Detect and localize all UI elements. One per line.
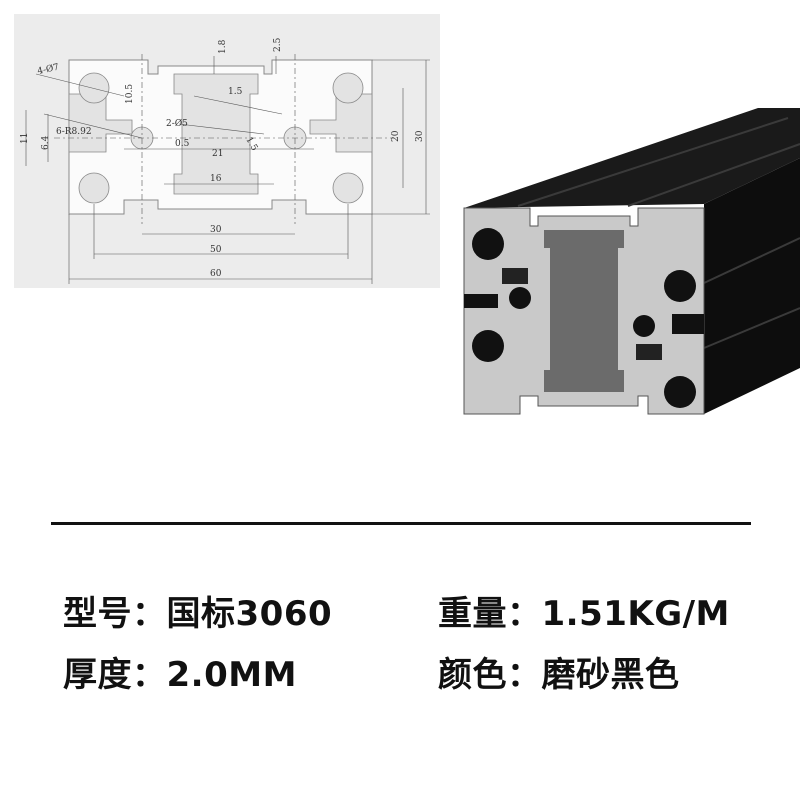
dim-label: 10.5 [125, 84, 135, 104]
profile-top-surface [464, 108, 800, 208]
dim-label: 2-Ø5 [166, 118, 188, 129]
spec-weight: 重量：1.51KG/M [438, 586, 730, 635]
technical-drawing: 4-Ø7 10.5 1.8 2.5 1.5 6-R8.92 2-Ø5 11 6.… [14, 14, 440, 288]
spec-model-value: 国标3060 [166, 594, 333, 634]
dim-label: 6.4 [41, 135, 51, 150]
spec-thickness: 厚度：2.0MM [63, 647, 297, 696]
aluminum-profile-3d [463, 108, 800, 415]
dim-label: 11 [20, 133, 30, 144]
dim-label: 30 [210, 225, 222, 235]
dim-label: 21 [212, 149, 223, 159]
spec-weight-value: 1.51KG/M [541, 594, 730, 634]
spec-model: 型号：国标3060 [63, 586, 332, 635]
spec-thickness-label: 厚度： [63, 655, 167, 695]
dim-label: 30 [415, 130, 425, 142]
dimension-labels: 4-Ø7 10.5 1.8 2.5 1.5 6-R8.92 2-Ø5 11 6.… [20, 37, 425, 279]
profile-side-surface [704, 158, 800, 414]
section-divider [51, 522, 751, 525]
spec-thickness-value: 2.0MM [166, 655, 297, 695]
dim-label: 6-R8.92 [56, 127, 92, 137]
center-lines [54, 54, 394, 224]
profile-cross-section-drawing: 4-Ø7 10.5 1.8 2.5 1.5 6-R8.92 2-Ø5 11 6.… [20, 37, 430, 284]
dim-label: 20 [391, 130, 401, 142]
dimension-lines [25, 56, 430, 284]
spec-color-value: 磨砂黑色 [541, 655, 680, 695]
dim-label: 1.8 [218, 39, 228, 54]
spec-color: 颜色：磨砂黑色 [438, 647, 680, 696]
spec-model-label: 型号： [63, 594, 167, 634]
dim-label: 50 [210, 245, 222, 255]
dim-label: 16 [210, 174, 222, 184]
dim-label: 0.5 [175, 139, 190, 149]
dim-label: 1.5 [228, 87, 243, 97]
dim-label: 60 [210, 269, 222, 279]
spec-weight-label: 重量： [438, 594, 542, 634]
product-render [458, 108, 800, 430]
top-ridges [517, 117, 800, 349]
profile-front-face [463, 207, 705, 415]
spec-color-label: 颜色： [438, 655, 542, 695]
dim-label: 4-Ø7 [36, 62, 60, 77]
dim-label: 2.5 [273, 37, 283, 52]
